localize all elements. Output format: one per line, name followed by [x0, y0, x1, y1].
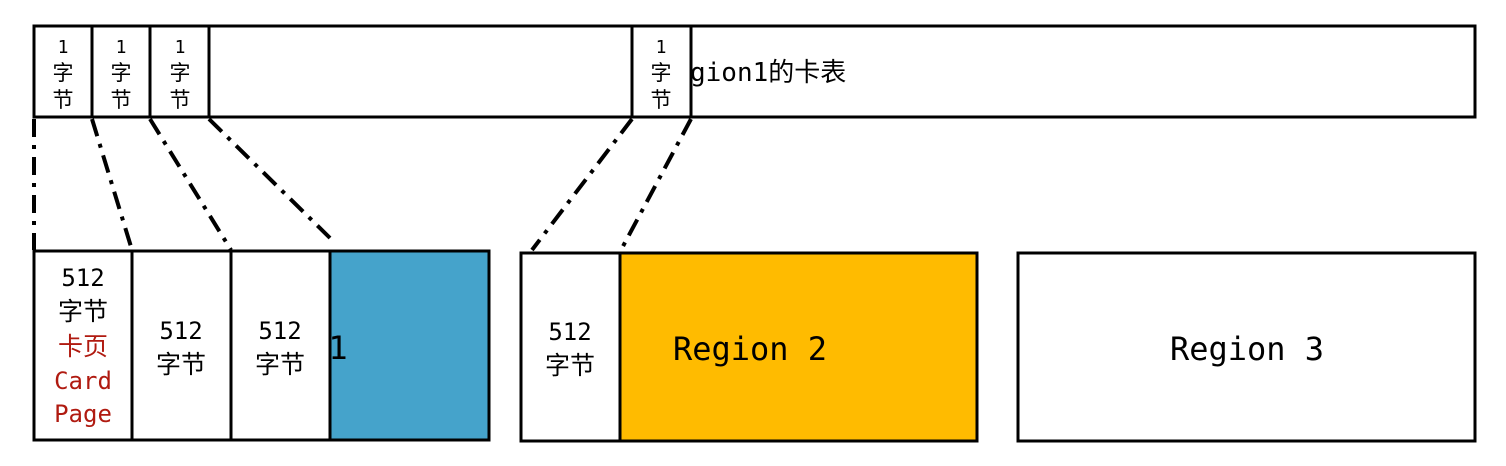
- card-page-size: 512: [548, 318, 591, 346]
- entry-size-unit-2: 节: [53, 88, 74, 112]
- card-page-name-cn: 卡页: [58, 332, 108, 361]
- mapping-lines: [32, 117, 693, 252]
- card-page: 512 字节: [519, 251, 622, 443]
- mapping-line: [207, 117, 332, 240]
- entry-size-number: 1: [175, 37, 186, 58]
- mapping-line: [148, 117, 233, 252]
- card-page-cell: [130, 249, 233, 442]
- card-table-entry: 1 字 节: [630, 24, 693, 119]
- region-3-body: [1016, 251, 1477, 443]
- region-1: 1 512 字节 卡页 Card Page 512 字节 512 字节: [32, 249, 491, 442]
- region-2-body: [618, 251, 979, 443]
- region-2: Region 2 512 字节: [519, 251, 979, 443]
- card-table-title: gion1的卡表: [690, 58, 846, 88]
- card-table-entry-cell: [32, 24, 94, 119]
- card-page-size: 512: [61, 264, 104, 292]
- card-page-unit: 字节: [156, 350, 206, 379]
- card-page-name-en-2: Page: [54, 400, 112, 428]
- card-page-size: 512: [159, 317, 202, 345]
- entry-size-unit-2: 节: [170, 88, 191, 112]
- mapping-line: [530, 117, 634, 252]
- region-1-body: [328, 249, 491, 442]
- card-table-bar: [32, 24, 1477, 119]
- card-page-unit: 字节: [255, 350, 305, 379]
- entry-size-unit-1: 字: [651, 61, 672, 85]
- card-table: gion1的卡表 1 字 节 1 字 节 1 字 节 1 字 节: [32, 24, 1477, 119]
- card-page-unit: 字节: [58, 297, 108, 326]
- card-page-cell: [32, 249, 134, 442]
- mapping-line: [619, 118, 693, 251]
- entry-size-unit-1: 字: [111, 61, 132, 85]
- card-table-entry-cell: [90, 24, 152, 119]
- entry-size-unit-2: 节: [111, 88, 132, 112]
- entry-size-number: 1: [656, 37, 667, 58]
- region-3: Region 3: [1016, 251, 1477, 443]
- card-page: 512 字节: [229, 249, 332, 442]
- card-page-name-en-1: Card: [54, 367, 112, 395]
- card-page: 512 字节: [130, 249, 233, 442]
- card-page: 512 字节 卡页 Card Page: [32, 249, 134, 442]
- entry-size-unit-2: 节: [651, 88, 672, 112]
- card-table-entry: 1 字 节: [32, 24, 94, 119]
- card-table-entry: 1 字 节: [148, 24, 211, 119]
- region-3-label: Region 3: [1170, 330, 1324, 368]
- card-table-entry: 1 字 节: [90, 24, 152, 119]
- card-page-cell: [519, 251, 622, 443]
- entry-size-unit-1: 字: [53, 61, 74, 85]
- entry-size-number: 1: [58, 37, 69, 58]
- entry-size-unit-1: 字: [170, 61, 191, 85]
- card-page-unit: 字节: [545, 351, 595, 380]
- card-page-cell: [229, 249, 332, 442]
- region-1-label: 1: [328, 329, 347, 367]
- entry-size-number: 1: [116, 37, 127, 58]
- card-table-entry-cell: [630, 24, 693, 119]
- card-page-size: 512: [258, 317, 301, 345]
- region-2-label: Region 2: [673, 330, 827, 368]
- mapping-line: [90, 118, 134, 251]
- card-table-entry-cell: [148, 24, 211, 119]
